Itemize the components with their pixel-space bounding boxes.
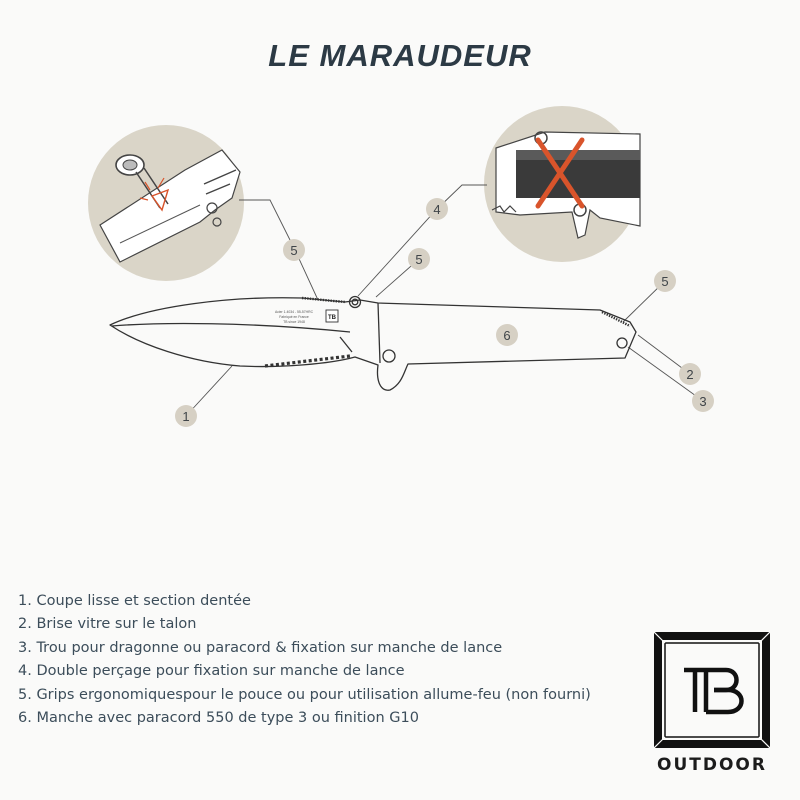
engraving-line-1: Acier 1.4034 - 55-57HRC [275,310,314,314]
svg-text:4: 4 [433,202,440,217]
callout-badge-5-thumb: 5 [408,248,430,270]
knife-outline [109,295,637,391]
engraving-line-3: TB since 1948 [283,320,305,324]
svg-text:3: 3 [699,394,706,409]
brand-name: OUTDOOR [657,755,767,775]
callout-badge-1: 1 [175,405,197,427]
svg-text:1: 1 [182,409,189,424]
callout-badge-4: 4 [426,198,448,220]
detail-circle-glass-breaker [88,125,244,281]
tb-monogram-icon [684,667,744,715]
svg-text:5: 5 [415,252,422,267]
legend-item-6: 6. Manche avec paracord 550 de type 3 ou… [18,710,419,727]
crossed-cord-icon [535,137,585,209]
legend-item-2: 2. Brise vitre sur le talon [18,616,197,633]
callout-badge-5-spine: 5 [283,239,305,261]
legend-item-1: 1. Coupe lisse et section dentée [18,593,251,609]
callout-badge-3: 3 [692,390,714,412]
svg-text:5: 5 [661,274,668,289]
glass-breaker-icon [115,154,170,212]
callout-badge-2: 2 [679,363,701,385]
blade-logo-mark: TB [328,315,337,321]
detail-circle-lanyard-holes [484,106,641,262]
svg-text:2: 2 [686,367,693,382]
blade-engraving: Acier 1.4034 - 55-57HRC Fabriqué en Fran… [275,309,339,324]
legend-list: 1. Coupe lisse et section dentée 2. Bris… [18,590,591,730]
callout-badge-5-pommel: 5 [654,270,676,292]
svg-text:6: 6 [503,328,510,343]
legend-item-4: 4. Double perçage pour fixation sur manc… [18,663,405,680]
engraving-line-2: Fabriqué en France [279,315,309,319]
diagram-title: LE MARAUDEUR [268,38,532,73]
svg-text:5: 5 [290,243,297,258]
legend-item-3: 3. Trou pour dragonne ou paracord & fixa… [18,639,503,656]
callout-badge-6: 6 [496,324,518,346]
legend-item-5: 5. Grips ergonomiquespour le pouce ou po… [18,686,591,703]
tb-outdoor-logo [654,632,770,748]
